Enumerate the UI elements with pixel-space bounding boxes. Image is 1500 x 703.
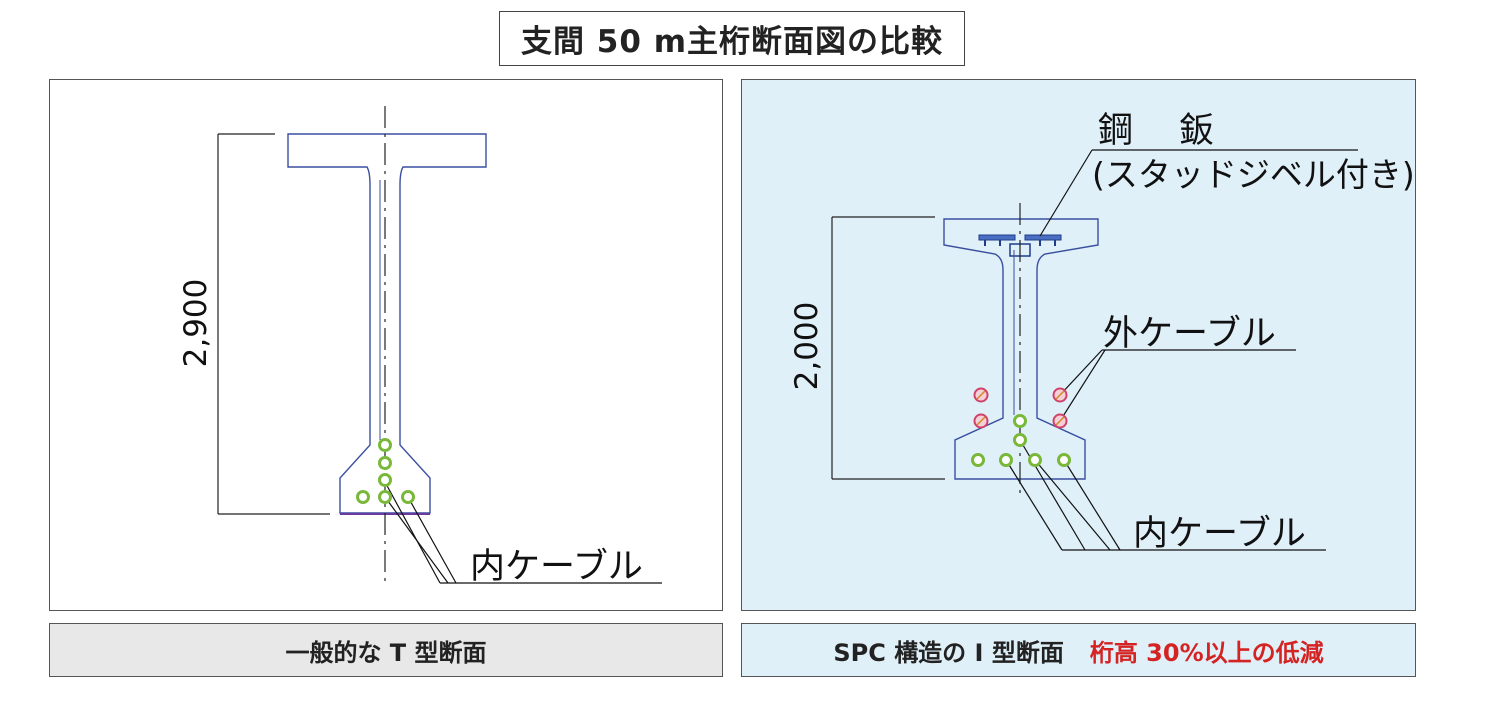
steel-plate xyxy=(978,234,1062,257)
cable-icon xyxy=(1028,453,1042,467)
steel-plate-sublabel: (スタッドジベル付き) xyxy=(1092,155,1415,194)
i-inner-cables xyxy=(971,414,1071,467)
int-leader-4 xyxy=(1005,459,1063,551)
cable-icon xyxy=(1057,453,1071,467)
cable-icon xyxy=(378,456,392,470)
i-section-panel xyxy=(741,79,1416,611)
height-reduction-highlight: 桁高 30%以上の低減 xyxy=(1089,638,1324,667)
ext-cable-label: 外ケーブル xyxy=(1103,314,1276,354)
t-leader-3 xyxy=(407,496,457,584)
steel-plate-label: 鋼 鈑 xyxy=(1098,111,1214,151)
t-cable-label: 内ケーブル xyxy=(470,547,643,587)
cable-icon xyxy=(378,473,392,487)
i-girder-outline xyxy=(943,218,1099,480)
t-girder-outline xyxy=(287,133,487,514)
diagram-title: 支間 50 m主桁断面図の比較 xyxy=(499,11,965,66)
cable-icon xyxy=(378,490,392,504)
t-section-caption: 一般的な T 型断面 xyxy=(49,623,723,677)
i-outer-cables xyxy=(973,387,1068,429)
int-leader-2 xyxy=(1034,459,1111,551)
cable-icon xyxy=(999,453,1013,467)
cable-icon xyxy=(401,490,415,504)
int-cable-label: 内ケーブル xyxy=(1133,514,1306,554)
t-section-panel xyxy=(49,79,723,611)
i-section-caption-text: SPC 構造の I 型断面 xyxy=(833,638,1064,667)
i-section-caption: SPC 構造の I 型断面 桁高 30%以上の低減 xyxy=(741,623,1416,677)
ext-leader-1 xyxy=(1059,349,1103,396)
t-section-drawing: 2,900 内ケーブル xyxy=(178,106,662,587)
cable-icon xyxy=(1013,433,1027,447)
i-section-drawing: 鋼 鈑 (スタッドジベル付き) 外ケーブル 2,000 内ケーブル xyxy=(789,111,1415,554)
cable-icon xyxy=(1013,414,1027,428)
cable-icon xyxy=(971,453,985,467)
t-height-dimension: 2,900 xyxy=(178,279,214,368)
cable-icon xyxy=(356,490,370,504)
t-inner-cables xyxy=(356,438,415,504)
t-leader-2 xyxy=(384,496,449,584)
steel-leader xyxy=(1039,149,1093,237)
i-height-dimension: 2,000 xyxy=(789,302,825,391)
cable-icon xyxy=(378,438,392,452)
t-leader-1 xyxy=(384,481,441,584)
t-section-caption-text: 一般的な T 型断面 xyxy=(285,638,487,667)
ext-leader-2 xyxy=(1059,349,1106,422)
int-leader-3 xyxy=(1063,459,1121,551)
